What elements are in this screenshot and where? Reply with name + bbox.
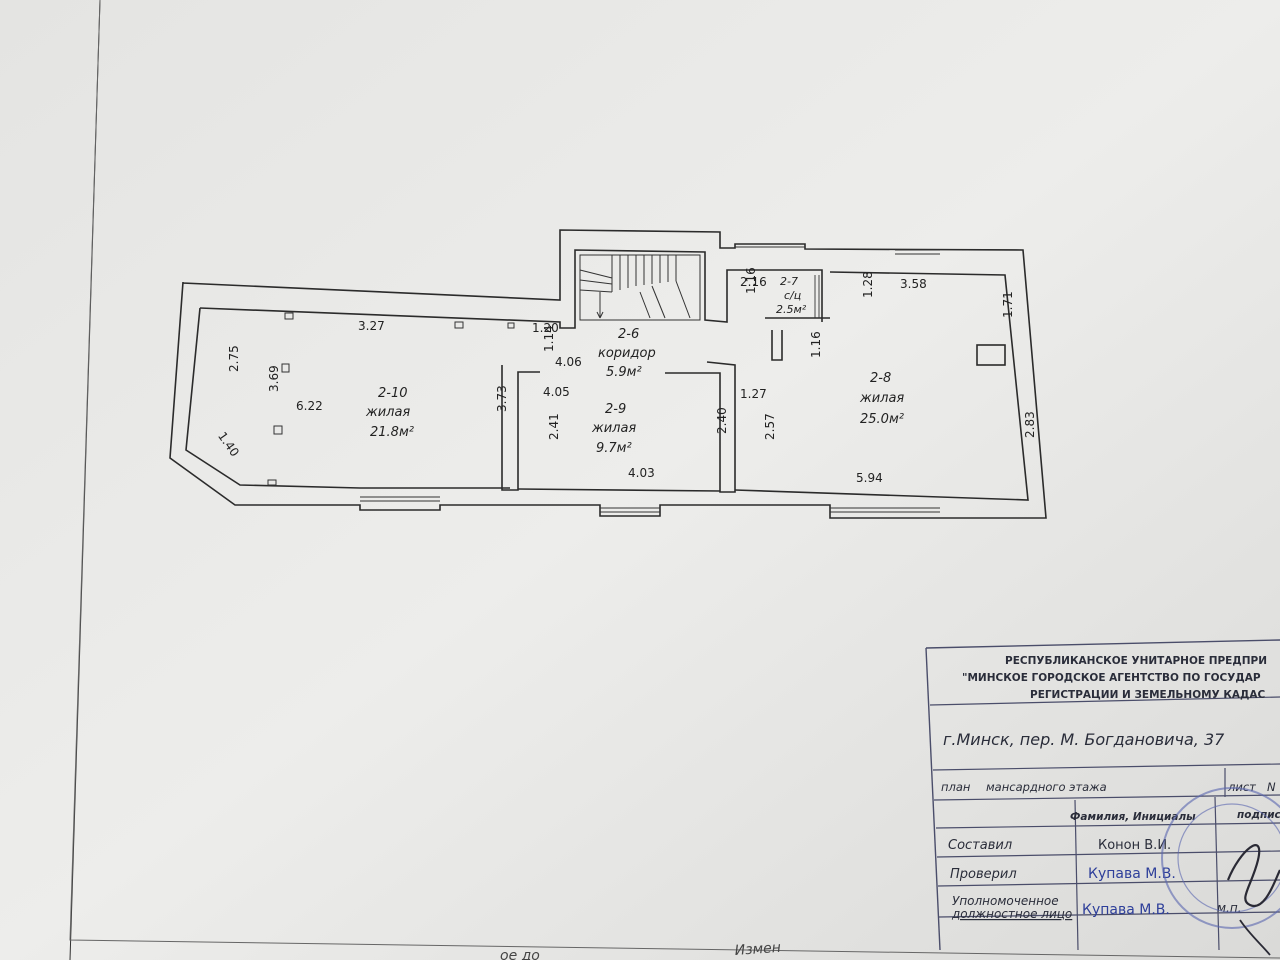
- dim-label: 1.16: [809, 331, 823, 358]
- dim-label: 4.05: [543, 385, 570, 399]
- dimension-labels: 3.27 2.75 3.69 6.22 1.40 3.73 1.20 1.14 …: [215, 267, 1037, 485]
- dim-label: 1.28: [861, 271, 875, 298]
- room-2-10-type: жилая: [365, 405, 410, 420]
- row-official-label-a: Уполномоченное: [952, 894, 1059, 908]
- row-checked-value: Купава М.В.: [1088, 866, 1176, 882]
- room-2-8-area: 25.0м²: [860, 412, 904, 427]
- room-2-9-type: жилая: [591, 421, 636, 436]
- official-stamp: [1161, 787, 1280, 929]
- room-2-8-type: жилая: [859, 391, 904, 406]
- dim-label: 3.73: [495, 385, 509, 412]
- staircase: [579, 255, 691, 319]
- dim-label: 6.22: [296, 399, 323, 413]
- dim-label: 1.16: [744, 267, 758, 294]
- org-line-1: РЕСПУБЛИКАНСКОЕ УНИТАРНОЕ ПРЕДПРИ: [1005, 655, 1267, 667]
- sheet-number: N: [1267, 780, 1276, 794]
- room-2-6-id: 2-6: [618, 327, 639, 342]
- room-2-9-id: 2-9: [605, 402, 626, 417]
- dim-label: 2.57: [763, 413, 777, 440]
- row-compiled-label: Составил: [948, 838, 1012, 853]
- windows: [360, 246, 940, 513]
- dim-label: 2.75: [227, 345, 241, 372]
- floor-plan-walls: [169, 229, 1047, 519]
- dim-label: 2.41: [547, 413, 561, 440]
- row-official-label-b: должностное лицо: [951, 907, 1072, 921]
- dim-label: 4.03: [628, 466, 655, 480]
- col-name-header: Фамилия, Инициалы: [1070, 811, 1196, 823]
- dim-label: 3.27: [358, 319, 385, 333]
- room-2-6-type: коридор: [598, 346, 656, 361]
- dim-label: 4.06: [555, 355, 582, 369]
- dim-label: 2.40: [715, 407, 729, 434]
- room-2-7-type: с/ц: [784, 289, 801, 302]
- row-checked-label: Проверил: [950, 867, 1017, 882]
- room-2-7-id: 2-7: [780, 275, 798, 288]
- page-border: [69, 0, 1280, 959]
- sheet-label: лист: [1227, 780, 1256, 794]
- dim-label: 1.20: [532, 321, 559, 335]
- org-line-2: "МИНСКОЕ ГОРОДСКОЕ АГЕНТСТВО ПО ГОСУДАР: [962, 672, 1261, 684]
- room-2-7-area: 2.5м²: [776, 303, 807, 316]
- dim-label: 2.83: [1023, 411, 1037, 438]
- dim-label: 1.14: [542, 325, 556, 352]
- title-block: РЕСПУБЛИКАНСКОЕ УНИТАРНОЕ ПРЕДПРИ "МИНСК…: [925, 639, 1280, 956]
- underlying-page-fragment: Измен: [734, 940, 781, 959]
- room-2-9-area: 9.7м²: [596, 441, 632, 456]
- row-official-extra: м.п.: [1217, 901, 1242, 915]
- dim-label: 3.58: [900, 277, 927, 291]
- dim-label: 1.27: [740, 387, 767, 401]
- dim-label: 1.71: [1001, 291, 1015, 318]
- underlying-page-fragment: ое до: [500, 948, 540, 960]
- plan-title: мансардного этажа: [986, 780, 1107, 794]
- row-compiled-value: Конон В.И.: [1098, 838, 1171, 853]
- dim-label: 3.69: [267, 365, 281, 392]
- plan-label: план: [941, 780, 971, 794]
- signature: [1226, 844, 1280, 956]
- room-labels: 2-10 жилая 21.8м² 2-6 коридор 5.9м² 2-9 …: [365, 275, 904, 456]
- room-2-10-area: 21.8м²: [370, 425, 414, 440]
- org-line-3: РЕГИСТРАЦИИ И ЗЕМЕЛЬНОМУ КАДАС: [1030, 689, 1266, 701]
- room-2-6-area: 5.9м²: [606, 365, 642, 380]
- address: г.Минск, пер. М. Богдановича, 37: [943, 730, 1225, 749]
- room-2-10-id: 2-10: [378, 386, 408, 401]
- row-official-value: Купава М.В.: [1082, 902, 1170, 918]
- room-2-8-id: 2-8: [870, 371, 891, 386]
- dim-label: 2.16: [740, 275, 767, 289]
- col-sign-header: подпис: [1237, 809, 1280, 821]
- dim-label: 5.94: [856, 471, 883, 485]
